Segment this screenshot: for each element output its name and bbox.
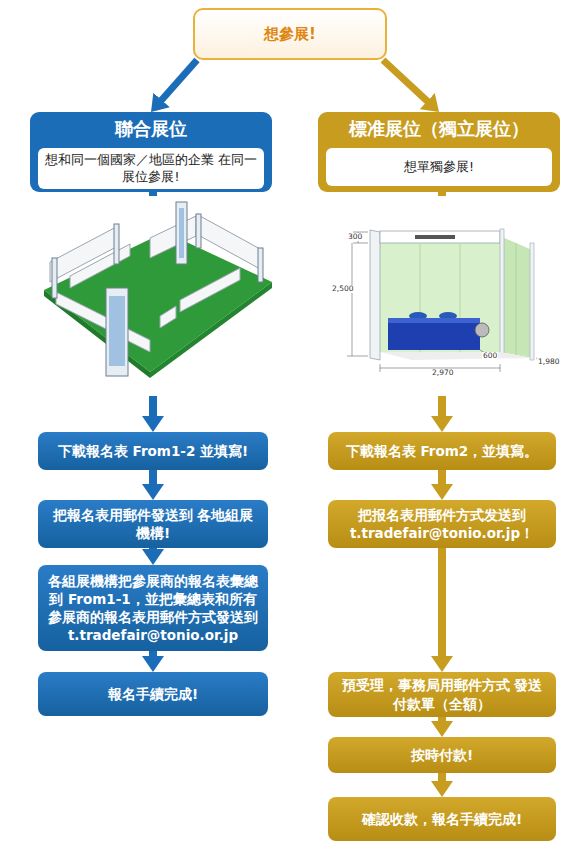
node-text: 想單獨參展!	[398, 159, 480, 175]
node-text: 確認收款，報名手續完成!	[354, 810, 530, 828]
node-text: 想參展!	[264, 25, 316, 44]
category-header: 聯合展位想和同一個國家／地區的企業 在同一展位參展!	[30, 112, 272, 192]
process-box: 預受理，事務局用郵件方式 發送付款單（全額）	[328, 672, 556, 717]
flow-arrow	[383, 60, 430, 104]
dimension-label: 2,500	[331, 285, 354, 293]
dimension-label: 300	[347, 233, 363, 241]
node-text: 把報名表用郵件發送到 各地組展機構!	[38, 506, 268, 542]
node-text: 按時付款!	[403, 746, 481, 764]
flow-arrow	[438, 717, 446, 725]
process-box: 下載報名表 From2，並填寫。	[328, 432, 556, 470]
node-text: 預受理，事務局用郵件方式 發送付款單（全額）	[328, 676, 556, 712]
node-text: 想和同一個國家／地區的企業 在同一展位參展!	[38, 152, 264, 185]
flow-arrow	[149, 548, 157, 553]
node-text: 各組展機構把參展商的報名表彙總到 From1-1，並把彙總表和所有參展商的報名表…	[38, 572, 268, 645]
category-header: 標准展位（獨立展位） 想單獨參展!	[318, 112, 560, 192]
node-text: 下載報名表 From1-2 並填寫!	[50, 442, 256, 460]
joint-booth-illustration	[36, 196, 276, 396]
node-text: 報名手續完成!	[100, 685, 206, 703]
flow-arrow	[438, 773, 446, 785]
process-box: 按時付款!	[328, 737, 556, 773]
end-box: 確認收款，報名手續完成!	[328, 797, 556, 841]
node-text: 聯合展位	[30, 112, 272, 146]
dimension-label: 1,980	[537, 358, 560, 366]
end-box: 報名手續完成!	[38, 672, 268, 716]
node-text: 把报名表用郵件方式发送到 t.tradefair@tonio.or.jp！	[328, 506, 556, 542]
flow-arrow	[149, 470, 157, 488]
standard-booth-illustration	[322, 196, 562, 396]
start-box: 想參展!	[193, 8, 387, 60]
node-text: 標准展位（獨立展位）	[318, 112, 560, 146]
flow-arrow	[149, 651, 157, 660]
process-box: 把報名表用郵件發送到 各地組展機構!	[38, 500, 268, 548]
flow-arrow	[438, 548, 446, 660]
process-box: 各組展機構把參展商的報名表彙總到 From1-1，並把彙總表和所有參展商的報名表…	[38, 565, 268, 651]
process-box: 下載報名表 From1-2 並填寫!	[38, 432, 268, 470]
description-box: 想單獨參展!	[326, 148, 552, 186]
description-box: 想和同一個國家／地區的企業 在同一展位參展!	[38, 148, 264, 189]
node-text: 下載報名表 From2，並填寫。	[338, 442, 546, 460]
dimension-label: 600	[482, 352, 498, 360]
process-box: 把报名表用郵件方式发送到 t.tradefair@tonio.or.jp！	[328, 500, 556, 548]
dimension-label: 2,970	[431, 369, 454, 377]
flow-arrow	[159, 60, 197, 103]
flow-arrow	[438, 470, 446, 488]
